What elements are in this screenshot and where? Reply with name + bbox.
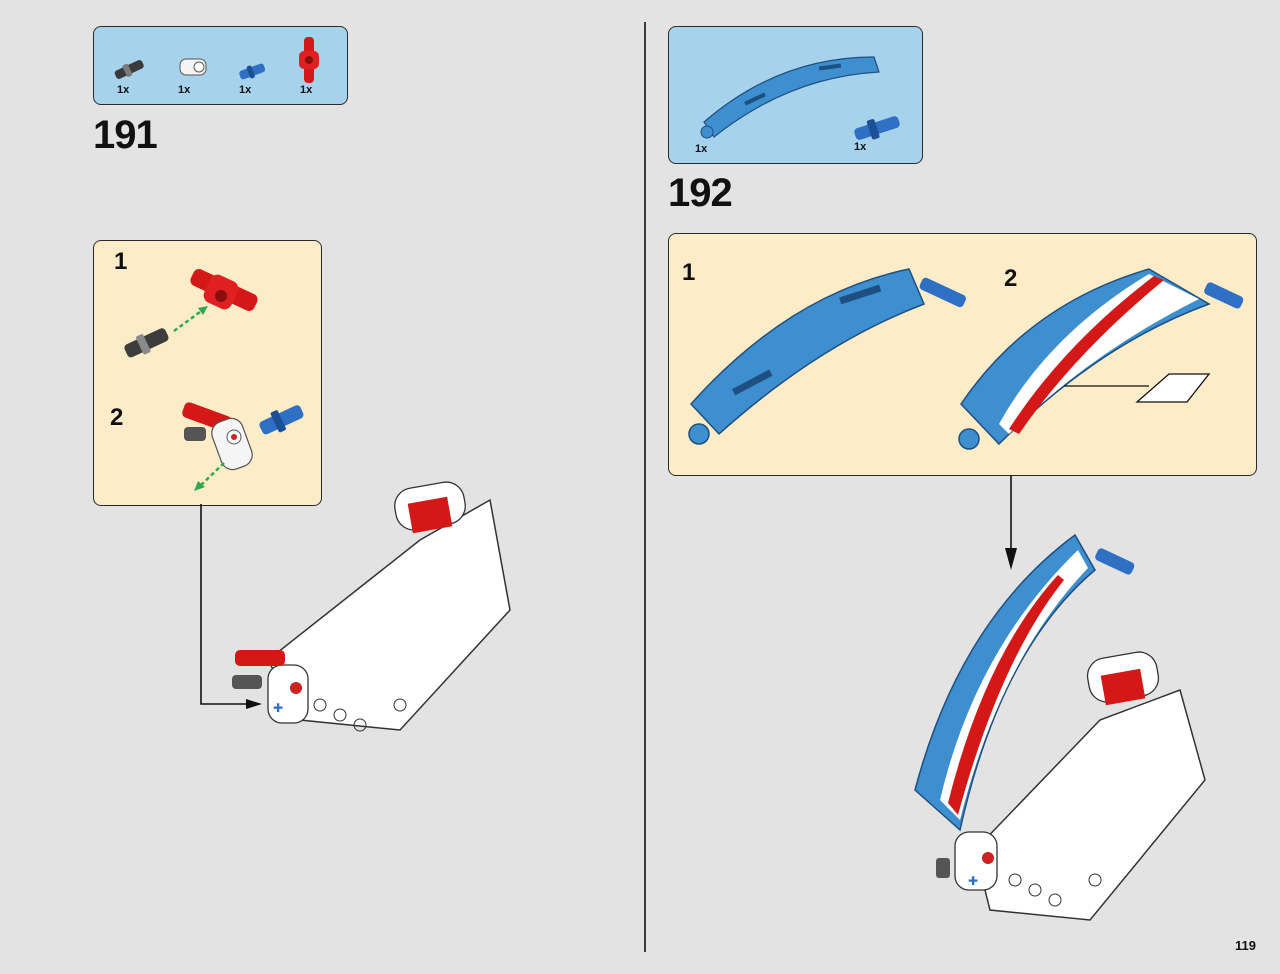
page-divider (644, 22, 646, 952)
part-qty: 1x (239, 84, 252, 96)
part-qty: 1x (300, 84, 313, 96)
red-axle-connector-icon (190, 269, 258, 311)
blue-axle-pin-icon (239, 63, 266, 80)
substep-number: 2 (110, 404, 124, 431)
black-axle-pin-icon (124, 328, 169, 358)
step-number-192: 192 (668, 171, 733, 215)
step-number-191: 191 (93, 113, 158, 157)
blue-axle-pin-icon (854, 116, 900, 140)
white-connector-icon (179, 58, 207, 76)
red-axle-connector-icon (299, 37, 319, 83)
svg-text:✚: ✚ (273, 701, 283, 715)
white-connector-icon (211, 417, 253, 471)
blue-curved-panel-icon (958, 268, 1211, 450)
part-qty: 1x (178, 84, 191, 96)
step-192-parts-art (700, 56, 900, 140)
step-192-parts-list: 1x 1x (668, 26, 923, 164)
blue-axle-pin-icon (919, 277, 966, 308)
substep-number: 2 (1004, 265, 1018, 292)
black-axle-pin-icon (114, 60, 144, 79)
substep-number: 1 (114, 248, 128, 275)
blue-curved-panel-icon (700, 56, 880, 139)
part-qty: 1x (695, 143, 708, 155)
svg-text:✚: ✚ (968, 874, 978, 888)
step-191-substep-box: 1 2 (93, 240, 322, 506)
substep-number: 1 (682, 259, 696, 286)
blue-axle-pin-icon (259, 405, 304, 435)
sticker-icon (1135, 373, 1211, 403)
blue-curved-panel-icon (688, 268, 925, 445)
green-arrow (173, 307, 205, 333)
step-191-parts-art (114, 37, 319, 83)
blue-axle-pin-icon (1204, 282, 1244, 309)
white-wing-assembly: ✚ (232, 481, 511, 732)
part-qty: 1x (117, 84, 130, 96)
step-191-parts-list: 1x 1x 1x 1x (93, 26, 348, 105)
page-number: 119 (1235, 938, 1256, 953)
step-191-substep-art (124, 269, 304, 491)
green-arrow (199, 462, 225, 487)
step-192-substep-art (688, 268, 1244, 450)
part-qty: 1x (854, 141, 867, 153)
final-wing-assembly: ✚ (914, 533, 1206, 921)
step-192-substep-box: 1 2 (668, 233, 1257, 476)
connector-line (200, 504, 258, 705)
